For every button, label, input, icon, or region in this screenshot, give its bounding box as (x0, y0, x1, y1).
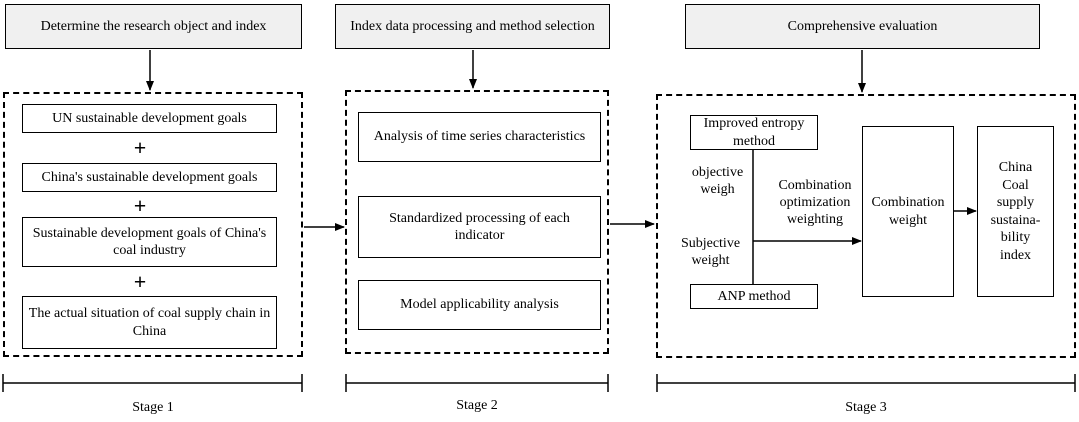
improved-entropy-box: Improved entropy method (690, 115, 818, 150)
stage3-label: Stage 3 (845, 400, 887, 415)
plus-sign-1: + (133, 135, 147, 160)
stage2-panel (345, 90, 609, 354)
header-stage3: Comprehensive evaluation (685, 4, 1040, 49)
china-goals-box: China's sustainable development goals (22, 163, 277, 192)
sustainability-index-box: China Coal supply sustaina-bility index (977, 126, 1054, 297)
coal-supply-chain-box: The actual situation of coal supply chai… (22, 296, 277, 349)
plus-sign-2: + (133, 193, 147, 218)
time-series-box: Analysis of time series characteristics (358, 112, 601, 162)
stage1-label: Stage 1 (132, 400, 174, 415)
objective-weight-label: objective weigh (691, 165, 744, 197)
standardized-processing-box: Standardized processing of each indicato… (358, 196, 601, 258)
coal-industry-goals-box: Sustainable development goals of China's… (22, 217, 277, 267)
subjective-weight-label: Subjective weight (680, 236, 741, 268)
plus-sign-3: + (133, 269, 147, 294)
header-stage1: Determine the research object and index (5, 4, 302, 49)
un-goals-box: UN sustainable development goals (22, 104, 277, 133)
combination-weight-box: Combination weight (862, 126, 954, 297)
stage1-panel (3, 92, 303, 357)
stage3-panel (656, 94, 1076, 358)
combination-optimization-label: Combination optimization weighting (778, 178, 852, 227)
model-applicability-box: Model applicability analysis (358, 280, 601, 330)
anp-method-box: ANP method (690, 284, 818, 309)
header-stage2: Index data processing and method selecti… (335, 4, 610, 49)
stage2-label: Stage 2 (456, 398, 498, 413)
